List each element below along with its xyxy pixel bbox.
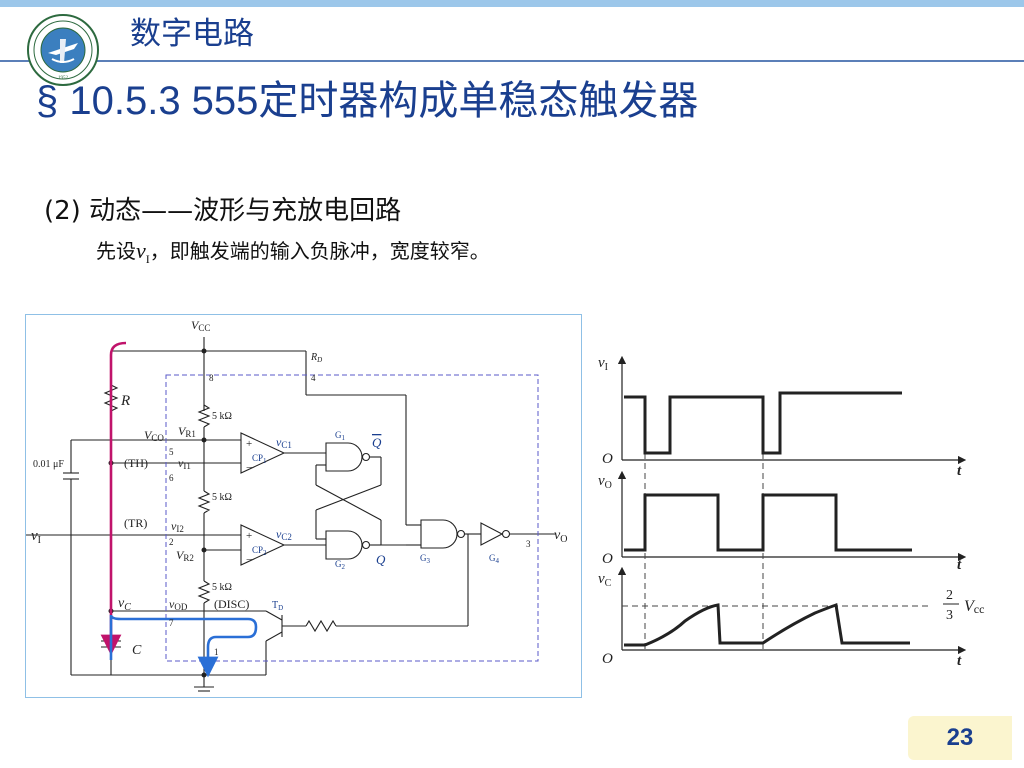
resistor-r-label: R: [120, 393, 130, 409]
circuit-svg: VCC RD 8 4 R 5 kΩ 5 kΩ 5 kΩ VCO VR1 5 0.…: [26, 318, 567, 692]
svg-text:1952: 1952: [58, 76, 69, 81]
vc1-label: vC1: [276, 435, 292, 450]
vi1-label: vI1: [178, 456, 191, 471]
wave-vc-label: vC: [598, 571, 612, 589]
wave-origin-2: O: [602, 551, 613, 567]
vr1-label: VR1: [178, 424, 196, 439]
body-var: v: [136, 238, 146, 263]
vcc-label: VCC: [191, 318, 210, 333]
top-accent-bar: [0, 0, 1024, 7]
vi-waveform: [624, 391, 902, 455]
vc-node-label: vC: [118, 596, 131, 613]
tr-label: (TR): [124, 516, 147, 530]
pin-6: 6: [169, 473, 174, 483]
g1-label: G1: [335, 430, 346, 442]
g2-label: G2: [335, 559, 346, 571]
capacitor-c-label: C: [132, 643, 142, 658]
resistor1-value: 5 kΩ: [212, 411, 232, 422]
circuit-diagram: VCC RD 8 4 R 5 kΩ 5 kΩ 5 kΩ VCO VR1 5 0.…: [25, 314, 582, 698]
university-seal-logo: 1952: [27, 14, 99, 86]
cp1-minus: −: [246, 462, 252, 474]
pin-3: 3: [526, 539, 531, 549]
wave-t-2: t: [957, 557, 962, 573]
threshold-den: 3: [946, 608, 953, 623]
header-divider: [0, 60, 1024, 62]
q-bar-label: Q: [372, 435, 382, 450]
wave-vi-label: vI: [598, 355, 608, 373]
resistor2-value: 5 kΩ: [212, 492, 232, 503]
course-title: 数字电路: [130, 16, 254, 52]
section-title: § 10.5.3 555定时器构成单稳态触发器: [36, 79, 699, 123]
vi2-label: vI2: [171, 519, 184, 534]
th-label: (TH): [124, 456, 148, 470]
disc-label: (DISC): [214, 597, 249, 611]
cp1-plus: +: [246, 438, 252, 450]
pin-2: 2: [169, 537, 174, 547]
wave-origin-1: O: [602, 451, 613, 467]
cp1-label: CP1: [252, 453, 267, 465]
cp2-minus: −: [246, 554, 252, 566]
body-text: 先设vI，即触发端的输入负脉冲，宽度较窄。: [96, 235, 490, 267]
page-number: 23: [946, 724, 974, 751]
pin-1: 1: [214, 647, 219, 657]
waveform-diagram: vI O t vO O t vC O t 2 3 Vcc: [598, 355, 984, 669]
g3-label: G3: [420, 553, 431, 565]
body-prefix: 先设: [96, 239, 136, 263]
vc-waveform: [624, 603, 910, 647]
vco-label: VCO: [144, 428, 164, 443]
wave-vo-label: vO: [598, 473, 612, 491]
cp2-label: CP2: [252, 545, 267, 557]
resistor3-value: 5 kΩ: [212, 582, 232, 593]
body-suffix: ，即触发端的输入负脉冲，宽度较窄。: [149, 239, 490, 263]
rd-label: RD: [310, 352, 322, 364]
threshold-vcc: Vcc: [964, 598, 984, 616]
vo-output-label: vO: [554, 528, 567, 545]
cp2-plus: +: [246, 530, 252, 542]
vod-label: vOD: [169, 597, 188, 612]
vi-input-label: vI: [31, 528, 41, 546]
wave-t-3: t: [957, 653, 962, 669]
page-number-box: 23: [908, 716, 1012, 760]
subtitle: (2) 动态——波形与充放电回路: [44, 196, 402, 226]
threshold-num: 2: [946, 588, 953, 603]
pin-8: 8: [209, 373, 214, 383]
wave-origin-3: O: [602, 651, 613, 667]
vo-waveform: [624, 493, 912, 552]
td-label: TD: [272, 600, 283, 612]
pin-4: 4: [311, 373, 316, 383]
vr2-label: VR2: [176, 548, 194, 563]
pin-7: 7: [169, 618, 174, 628]
cap-value: 0.01 μF: [33, 459, 64, 470]
q-label: Q: [376, 552, 386, 567]
vc2-label: vC2: [276, 527, 292, 542]
pin-5: 5: [169, 447, 174, 457]
body-var-sub: I: [145, 252, 150, 266]
g4-label: G4: [489, 553, 500, 565]
wave-t-1: t: [957, 463, 962, 479]
